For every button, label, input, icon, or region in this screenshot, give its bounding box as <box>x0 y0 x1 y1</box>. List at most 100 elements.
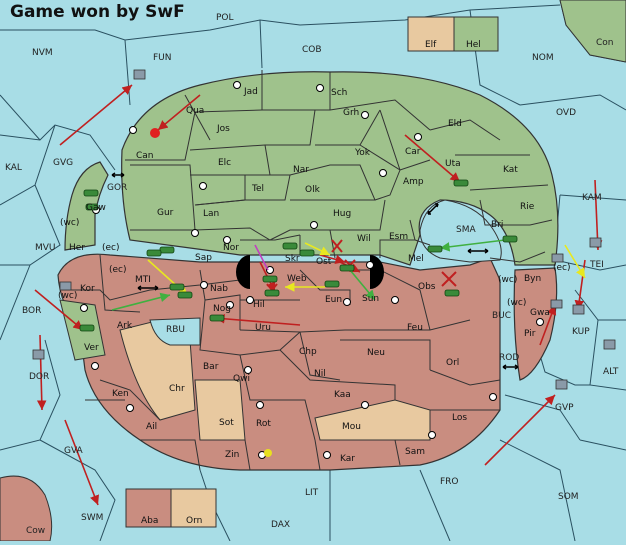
territory-orl: Orl <box>446 358 459 368</box>
coast-ec-tei: (ec) <box>553 263 571 273</box>
sea-label-swm: SWM <box>81 513 103 523</box>
sea-rbu <box>149 317 201 346</box>
coast-ec-her: (ec) <box>102 243 120 253</box>
territory-elc: Elc <box>218 158 231 168</box>
channel-markers <box>111 172 519 370</box>
territory-sch: Sch <box>331 88 347 98</box>
sea-label-kal: KAL <box>5 163 22 173</box>
sea-label-dax: DAX <box>271 520 290 530</box>
green-internal-borders <box>125 70 553 263</box>
sea-label-rod: ROD <box>499 353 519 363</box>
territory-sam: Sam <box>405 447 425 457</box>
territory-ark: Ark <box>117 321 133 331</box>
territory-chp: Chp <box>299 347 317 357</box>
territory-nab: Nab <box>210 284 228 294</box>
supply-centers <box>80 81 544 459</box>
territory-olk: Olk <box>305 185 321 195</box>
sea-label-bor: BOR <box>22 306 41 316</box>
territory-obs: Obs <box>418 282 436 292</box>
territory-los: Los <box>452 413 467 423</box>
territory-neu: Neu <box>367 348 385 358</box>
legend-orn-label: Orn <box>186 516 202 526</box>
units-grey <box>32 69 616 390</box>
territory-sap: Sap <box>195 253 212 263</box>
territory-yok: Yok <box>354 148 371 158</box>
territory-hug: Hug <box>333 209 351 219</box>
game-result-title: Game won by SwF <box>10 2 185 22</box>
sea-labels: POL NVM FUN COB NOM OVD KAL GVG GOR KAM … <box>5 13 619 536</box>
territory-car: Car <box>405 147 421 157</box>
territory-nog: Nog <box>213 304 231 314</box>
sea-label-fro: FRO <box>440 477 459 487</box>
territory-kat: Kat <box>503 165 518 175</box>
territory-gwa: Gwa <box>530 308 550 318</box>
sea-label-gvg: GVG <box>53 158 73 168</box>
territory-pir[interactable] <box>513 267 558 381</box>
territory-feu: Feu <box>407 323 423 333</box>
sea-label-kup: KUP <box>572 327 590 337</box>
territory-uta: Uta <box>445 159 461 169</box>
sea-label-con: Con <box>596 38 614 48</box>
sea-label-pol: POL <box>216 13 234 23</box>
sea-label-fun: FUN <box>153 53 172 63</box>
explosion-marker <box>150 128 160 138</box>
territory-ost: Ost <box>316 257 332 267</box>
territory-zin: Zin <box>225 450 239 460</box>
territory-web: Web <box>287 274 307 284</box>
sea-label-cob: COB <box>302 45 322 55</box>
green-region <box>121 71 559 266</box>
legend-aba-label: Aba <box>141 516 158 526</box>
territory-mti: MTI <box>135 275 151 285</box>
legend-elf-label: Elf <box>425 40 437 50</box>
sea-label-buc: BUC <box>492 311 511 321</box>
territory-skr: Skr <box>285 254 300 264</box>
territory-uru: Uru <box>255 323 271 333</box>
territory-kar: Kar <box>340 454 355 464</box>
red-territory-labels: Kor Ark Nab Web Eun Sun Obs Hil Nog Uru … <box>80 274 550 464</box>
explosion-marker-2 <box>264 449 272 457</box>
territory-mou[interactable] <box>314 399 431 441</box>
coast-ec-kor: (ec) <box>109 265 127 275</box>
territory-mou: Mou <box>342 422 361 432</box>
territory-hil: Hil <box>253 300 265 310</box>
sea-label-lit: LIT <box>305 488 319 498</box>
territory-sot[interactable] <box>194 379 246 441</box>
territory-nil: Nil <box>314 369 326 379</box>
territory-nor: Nor <box>223 243 239 253</box>
sea-label-gvp: GVP <box>555 403 574 413</box>
territory-bri: Bri <box>491 220 503 230</box>
territory-cow[interactable] <box>0 475 53 542</box>
territory-esm: Esm <box>389 232 408 242</box>
territory-chr: Chr <box>169 384 185 394</box>
territory-eun: Eun <box>325 295 342 305</box>
move-arrows <box>34 84 603 506</box>
territory-con[interactable] <box>559 0 626 63</box>
coast-wc-her: (wc) <box>60 218 79 228</box>
sea-label-tei: TEI <box>589 260 604 270</box>
territory-jad: Jad <box>243 87 258 97</box>
territory-tel: Tel <box>251 184 264 194</box>
territory-kor: Kor <box>80 284 95 294</box>
territory-ail: Ail <box>146 422 157 432</box>
territory-byn: Byn <box>524 274 541 284</box>
units-green <box>79 179 518 332</box>
legend-hel-box <box>453 16 499 52</box>
territory-lan: Lan <box>203 209 219 219</box>
sea-label-kam: KAM <box>582 193 602 203</box>
sea-label-som: SOM <box>558 492 579 502</box>
sea-label-nvm: NVM <box>32 48 53 58</box>
sea-label-gor: GOR <box>107 183 127 193</box>
green-territory-labels: Jad Sch Qua Jos Grh Can Elc Nar Yok Car … <box>69 87 541 353</box>
coast-labels: (wc) (ec) (wc) (ec) (wc) (wc) (ec) <box>58 218 571 308</box>
territory-bar: Bar <box>203 362 219 372</box>
coast-wc-gwa: (wc) <box>507 298 526 308</box>
territory-rie: Rie <box>520 202 535 212</box>
coast-wc-kor: (wc) <box>58 291 77 301</box>
territory-grh: Grh <box>343 108 359 118</box>
territory-nar: Nar <box>293 165 309 175</box>
sea-label-sma: SMA <box>456 225 476 235</box>
sea-label-nom: NOM <box>532 53 554 63</box>
sea-label-cow: Cow <box>26 526 45 536</box>
sea-label-alt: ALT <box>603 367 619 377</box>
territory-gur: Gur <box>157 208 174 218</box>
